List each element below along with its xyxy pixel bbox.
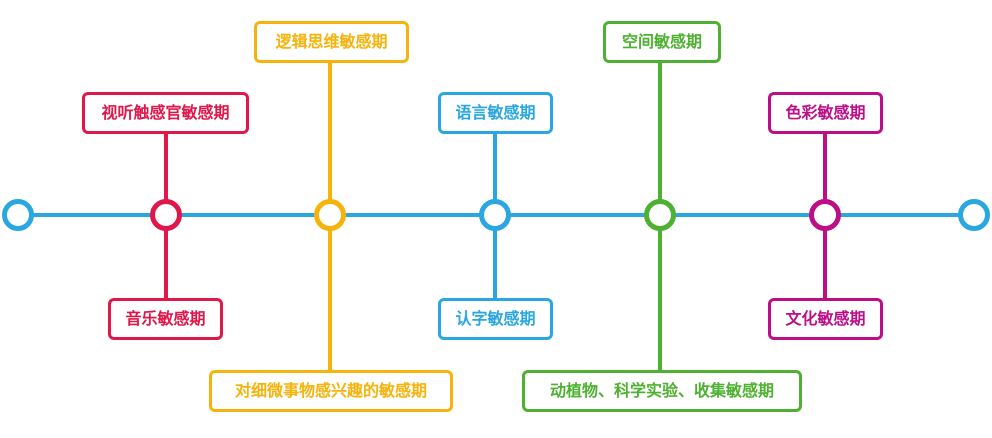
label-music: 音乐敏感期 [108,298,223,340]
node-green [644,199,676,231]
label-color: 色彩敏感期 [768,92,883,134]
timeline-start-node [2,199,34,231]
label-tiny-things: 对细微事物感兴趣的敏感期 [209,370,453,412]
label-literacy: 认字敏感期 [438,298,553,340]
node-yellow [314,199,346,231]
label-visual-auditory-tactile: 视听触感官敏感期 [82,92,249,134]
label-culture: 文化敏感期 [768,298,883,340]
timeline-end-node [958,199,990,231]
label-space: 空间敏感期 [603,21,721,63]
label-plants-science: 动植物、科学实验、收集敏感期 [522,370,802,412]
node-magenta [809,199,841,231]
label-logical-thinking: 逻辑思维敏感期 [254,21,409,63]
node-blue [479,199,511,231]
node-pink [150,199,182,231]
label-language: 语言敏感期 [438,92,553,134]
